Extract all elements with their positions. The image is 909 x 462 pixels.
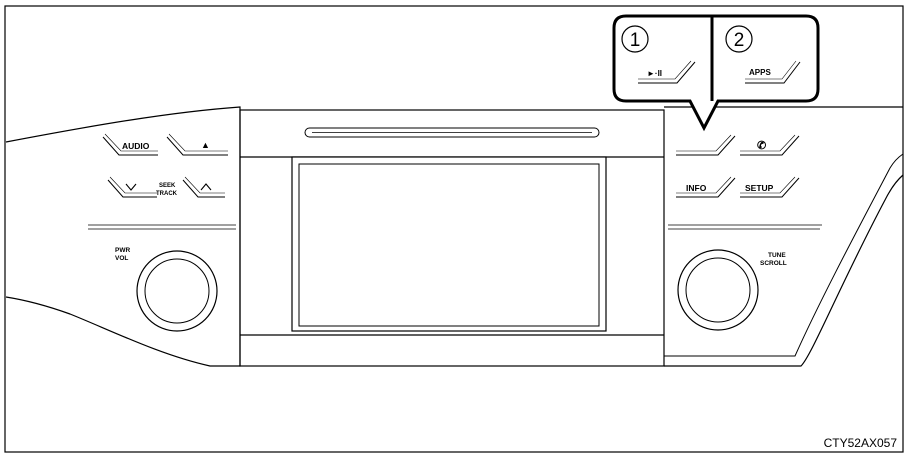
eject-button[interactable]: ▲ (166, 133, 228, 156)
play-pause-button[interactable]: ►·II (638, 60, 696, 84)
figure-code: CTY52AX057 (824, 436, 898, 450)
callout-number-1-badge (621, 25, 649, 53)
center-unit (239, 109, 665, 367)
apps-button[interactable]: APPS (745, 60, 801, 84)
right-bezel-outline (664, 174, 904, 367)
info-button[interactable]: INFO (676, 176, 736, 198)
scroll-label: SCROLL (760, 260, 787, 267)
seek-up-button[interactable] (182, 176, 225, 198)
blank-button[interactable] (676, 134, 736, 156)
eject-icon: ▲ (201, 140, 210, 150)
callout-number-2-badge (725, 25, 753, 53)
apps-label: APPS (749, 68, 771, 77)
tune-label: TUNE (768, 252, 786, 259)
setup-label: SETUP (745, 183, 774, 193)
track-label: TRACK (156, 191, 178, 197)
tune-scroll-knob[interactable] (677, 249, 759, 331)
pwr-label: PWR (115, 247, 130, 254)
vol-label: VOL (115, 255, 128, 262)
display-screen[interactable] (291, 156, 607, 332)
volume-knob[interactable] (136, 250, 218, 332)
phone-icon: ✆ (757, 140, 766, 152)
left-bezel-outline (5, 106, 241, 367)
audio-label: AUDIO (122, 141, 150, 151)
setup-button[interactable]: SETUP (740, 176, 800, 198)
seek-down-button[interactable] (107, 176, 157, 198)
callout-number-2: 2 (734, 30, 745, 51)
callout-box (612, 14, 820, 132)
seek-label: SEEK (159, 183, 176, 189)
disc-slot[interactable] (304, 127, 600, 138)
audio-button[interactable]: AUDIO (102, 133, 158, 156)
chevron-up-icon (200, 183, 212, 191)
play-pause-icon: ►·II (647, 69, 662, 78)
chevron-down-icon (125, 183, 137, 191)
phone-button[interactable]: ✆ (740, 134, 800, 156)
callout-number-1: 1 (630, 30, 641, 51)
info-label: INFO (686, 183, 707, 193)
